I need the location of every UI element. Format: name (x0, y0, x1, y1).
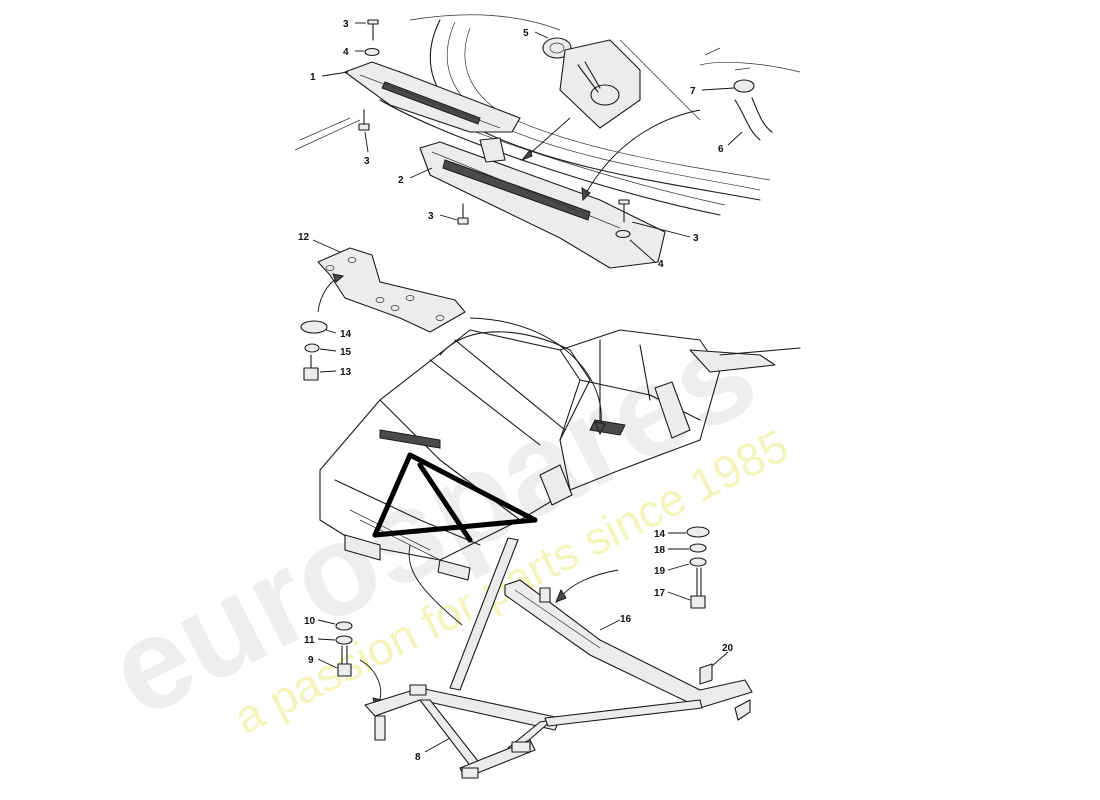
callout-label: 11 (304, 635, 315, 646)
callout-label: 7 (690, 86, 696, 97)
callout-label: 6 (718, 144, 724, 155)
callout-label: 1 (310, 72, 316, 83)
frame-fasteners (335, 621, 353, 677)
washer-icon (304, 343, 320, 353)
screw-icon (367, 19, 379, 41)
washer-icon (335, 621, 353, 631)
washer-unit (542, 37, 641, 129)
washer-icon (689, 543, 707, 553)
callout-label: 4 (658, 259, 664, 270)
callout-label: 4 (343, 47, 349, 58)
callout-label: 3 (343, 19, 349, 30)
screw-icon (618, 199, 630, 223)
callout-label: 3 (693, 233, 699, 244)
washer-icon (689, 557, 707, 567)
screw-icon (457, 203, 469, 225)
callout-labels: 3 4 1 5 7 6 3 2 3 3 4 12 14 15 13 14 18 … (298, 19, 734, 763)
washer-icon (615, 229, 631, 239)
callout-label: 18 (654, 545, 666, 556)
scuttle-panel-lower (419, 137, 666, 269)
callout-label: 10 (304, 616, 316, 627)
bolt-icon (337, 645, 352, 677)
callout-label: 15 (340, 347, 352, 358)
chassis-frame (319, 329, 801, 581)
scuttle-panel-upper (344, 61, 521, 133)
crossmember (504, 579, 753, 721)
crossmember-fasteners (686, 526, 710, 609)
upper-pointer-arrows (520, 109, 701, 202)
callout-label: 13 (340, 367, 352, 378)
screw-icon (358, 109, 370, 131)
callout-label: 17 (654, 588, 666, 599)
callout-label: 14 (340, 329, 352, 340)
callout-label: 14 (654, 529, 666, 540)
callout-label: 12 (298, 232, 310, 243)
callout-label: 3 (364, 156, 370, 167)
washer-icon (364, 47, 380, 57)
callout-leaders (312, 22, 743, 753)
callout-label: 5 (523, 28, 529, 39)
callout-label: 16 (620, 614, 632, 625)
washer-icon (335, 635, 353, 645)
hose-and-grommet (733, 67, 773, 141)
bracket-fasteners (300, 320, 328, 381)
callout-label: 8 (415, 752, 421, 763)
callout-label: 2 (398, 175, 404, 186)
callout-label: 20 (722, 643, 734, 654)
watermark: eurospares a passion for parts since 198… (86, 297, 796, 745)
washer-icon (300, 320, 328, 334)
bracket-plate (317, 247, 466, 333)
lower-frame (364, 537, 703, 779)
cross-brace-highlight (372, 452, 538, 543)
washer-icon (686, 526, 710, 538)
scuttle-fasteners (358, 19, 631, 239)
bolt-icon (690, 567, 706, 609)
callout-label: 19 (654, 566, 666, 577)
callout-label: 3 (428, 211, 434, 222)
bolt-icon (303, 354, 319, 381)
callout-label: 9 (308, 655, 314, 666)
